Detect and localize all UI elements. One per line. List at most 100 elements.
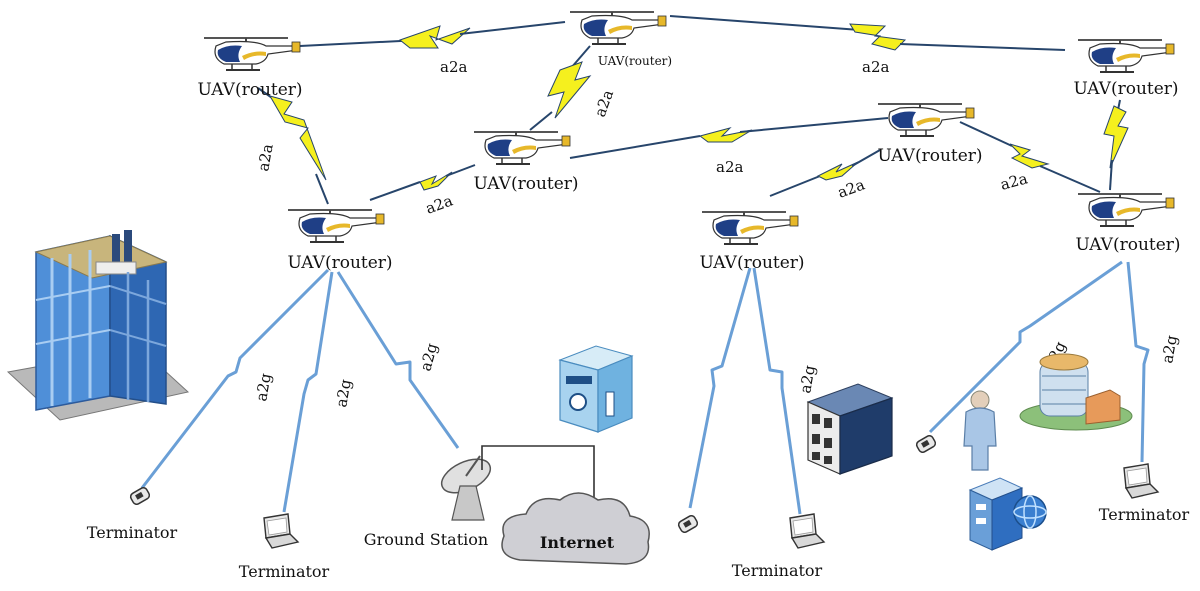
uav-right-low-node: UAV(router): [699, 211, 805, 273]
uav-label: UAV(router): [197, 80, 302, 100]
satellite-dish-icon: [440, 455, 492, 521]
bolt-nw-top: [398, 25, 471, 49]
uav-label: UAV(router): [598, 54, 672, 68]
link-label: a2a: [835, 175, 867, 201]
link-top-ne: [669, 15, 861, 31]
link-lowleft-mid: [369, 181, 421, 201]
a2g-lowleft-ground: [336, 271, 460, 449]
helicopter-icon: [701, 211, 799, 245]
server-globe-icon: [968, 477, 1047, 551]
link-ne-farright-b: [1109, 159, 1113, 191]
internet-label: Internet: [540, 533, 615, 552]
uav-label: UAV(router): [287, 253, 392, 273]
uav-ne-node: UAV(router): [1073, 39, 1179, 99]
phone-icon: [128, 485, 152, 507]
a2g-links: [140, 260, 1150, 515]
a2g-lowleft-laptop: [282, 271, 334, 513]
link-centright-farright-b: [1039, 165, 1101, 193]
bank-building-icon: [558, 345, 634, 433]
laptop-icon: [263, 513, 299, 549]
bolt-top-mid: [547, 61, 592, 119]
uav-top-node: UAV(router): [569, 11, 672, 68]
bolt-nw-lowleft: [268, 95, 327, 181]
terminal-label: Terminator: [1099, 505, 1190, 524]
internet-node: Internet: [501, 492, 650, 565]
bolt-lowleft-mid: [419, 171, 453, 191]
terminal-laptop-right: Terminator: [1099, 463, 1190, 524]
ground-station-label: Ground Station: [364, 530, 488, 549]
terminal-laptop-left: Terminator: [239, 513, 330, 581]
link-label: a2g: [416, 341, 441, 373]
person-icon: [963, 390, 997, 471]
link-label: a2g: [1158, 334, 1181, 365]
laptop-icon: [789, 513, 825, 549]
link-label: a2a: [254, 143, 276, 173]
a2g-rightlow-laptop: [752, 267, 802, 515]
link-label: a2a: [423, 191, 455, 217]
cloud-icon: [501, 492, 650, 565]
uav-label: UAV(router): [699, 253, 804, 273]
terminal-label: Terminator: [239, 562, 330, 581]
link-mid-centright-b: [739, 117, 889, 133]
uav-label: UAV(router): [1073, 79, 1178, 99]
uav-nw-node: UAV(router): [197, 37, 303, 100]
helicopter-icon: [1077, 193, 1175, 227]
bolt-centright-farright: [1009, 143, 1050, 169]
terminal-phone-right: [914, 433, 938, 455]
link-label: a2a: [998, 169, 1029, 194]
station-internet-cable: [481, 445, 595, 500]
link-label: a2a: [862, 58, 889, 76]
link-centright-rightlow-b: [851, 149, 881, 167]
uav-cent-right-node: UAV(router): [877, 103, 983, 166]
link-centright-farright: [959, 121, 1013, 147]
uav-far-right-node: UAV(router): [1075, 193, 1181, 255]
helicopter-icon: [287, 209, 385, 243]
link-label: a2a: [716, 158, 743, 176]
office-tower-icon: [6, 230, 190, 421]
phone-icon: [676, 513, 700, 535]
round-office-building-icon: [1019, 353, 1133, 431]
link-mid-centright: [569, 135, 701, 159]
link-nw-top-b: [459, 21, 566, 35]
bolt-mid-centright: [698, 127, 753, 143]
link-lowleft-mid-b: [445, 164, 476, 177]
dark-office-building-icon: [806, 383, 894, 475]
terminal-phone-center: [676, 513, 700, 535]
terminal-phone-left: Terminator: [87, 485, 178, 542]
helicopter-icon: [569, 11, 667, 45]
link-nw-top: [299, 39, 421, 47]
phone-icon: [914, 433, 938, 455]
ground-station-node: Ground Station: [364, 455, 492, 549]
helicopter-icon: [203, 37, 301, 71]
link-nw-lowleft-b: [315, 173, 329, 205]
a2g-lowleft-phone: [140, 268, 330, 489]
terminal-label: Terminator: [732, 561, 823, 580]
laptop-icon: [1123, 463, 1159, 499]
link-top-mid-b: [529, 111, 553, 131]
bolt-centright-rightlow: [816, 161, 859, 181]
uav-mid-node: UAV(router): [473, 131, 579, 194]
terminal-label: Terminator: [87, 523, 178, 542]
link-label: a2a: [591, 87, 617, 119]
uav-label: UAV(router): [877, 146, 982, 166]
link-label: a2a: [440, 58, 467, 76]
a2g-farright-laptop: [1126, 261, 1150, 463]
a2a-labels: a2a a2a a2a a2a a2a a2a a2a a2a: [254, 58, 1029, 218]
helicopter-icon: [877, 103, 975, 137]
link-centright-rightlow: [769, 175, 821, 197]
link-label: a2g: [796, 364, 819, 395]
bolt-top-ne: [849, 23, 907, 51]
link-top-ne-b: [899, 43, 1066, 51]
link-label: a2g: [332, 378, 355, 409]
a2a-links: [257, 15, 1129, 205]
helicopter-icon: [473, 131, 571, 165]
helicopter-icon: [1077, 39, 1175, 73]
link-label: a2g: [252, 372, 275, 403]
bolt-ne-farright: [1103, 105, 1129, 169]
uav-left-low-node: UAV(router): [287, 209, 393, 273]
a2g-rightlow-phone: [688, 267, 752, 509]
a2g-farright-phone: [928, 260, 1123, 434]
uav-label: UAV(router): [473, 174, 578, 194]
uav-label: UAV(router): [1075, 235, 1180, 255]
